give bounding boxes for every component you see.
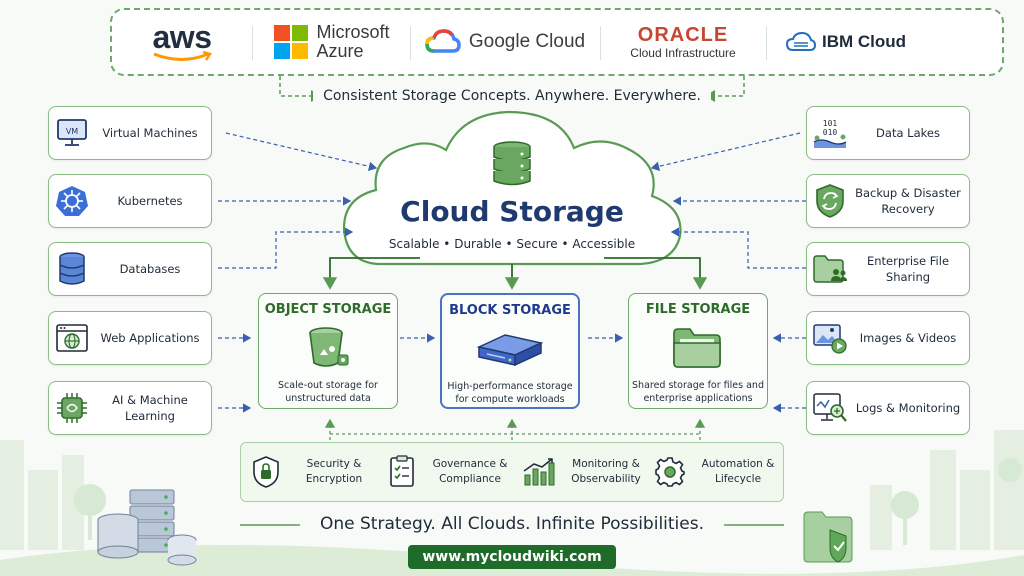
workload-label: Logs & Monitoring — [855, 401, 961, 415]
workload-label: Enterprise File Sharing — [866, 254, 950, 284]
workload-images-videos: Images & Videos — [806, 311, 970, 365]
workload-backup-dr: Backup & Disaster Recovery — [806, 174, 970, 228]
workload-kubernetes: Kubernetes — [48, 174, 212, 228]
ibm-cloud-icon — [785, 31, 816, 51]
svg-text:101: 101 — [823, 119, 838, 128]
secure-folder-illustration — [803, 511, 853, 563]
footer-slogan: One Strategy. All Clouds. Infinite Possi… — [319, 514, 705, 534]
svg-text:VM: VM — [66, 127, 78, 136]
folder-icon — [673, 328, 721, 368]
feature-governance: Governance & Compliance — [381, 443, 517, 501]
ibm-cloud-label: IBM Cloud — [821, 32, 907, 51]
oracle-logo: ORACLE Cloud Infrastructure — [610, 10, 756, 74]
storage-desc: Shared storage for files and enterprise … — [632, 380, 764, 404]
workload-label: Web Applications — [100, 331, 200, 345]
block-storage-card: BLOCK STORAGE High-performance storage f… — [440, 293, 580, 409]
google-cloud-label: Google Cloud — [468, 31, 586, 52]
workload-label: Images & Videos — [859, 331, 957, 345]
website-url-badge[interactable]: www.mycloudwiki.com — [408, 545, 616, 569]
aws-logo: aws — [122, 10, 242, 74]
kubernetes-icon — [56, 186, 88, 216]
workload-ai-ml: AI & Machine Learning — [48, 381, 212, 435]
media-icon — [813, 324, 847, 354]
aws-label: aws — [152, 19, 212, 55]
azure-line1: Microsoft — [316, 22, 390, 42]
storage-title: OBJECT STORAGE — [264, 302, 392, 317]
bucket-icon — [309, 327, 349, 367]
cloud-storage-subtitle: Scalable • Durable • Secure • Accessible — [388, 237, 636, 251]
oracle-sub: Cloud Infrastructure — [630, 46, 736, 60]
workload-label: Data Lakes — [876, 126, 940, 140]
workload-label: Databases — [119, 262, 181, 276]
log-search-icon — [813, 393, 847, 422]
shield-sync-icon — [816, 184, 844, 218]
workload-logs-monitoring: Logs & Monitoring — [806, 381, 970, 435]
microsoft-grid-icon — [274, 25, 309, 59]
cloud-storage-title: Cloud Storage — [400, 195, 624, 228]
google-cloud-logo: Google Cloud — [420, 10, 590, 74]
feature-label: Security & Encryption — [305, 458, 363, 485]
database-icon — [59, 252, 85, 285]
feature-label: Automation & Lifecycle — [701, 458, 775, 485]
feature-monitoring: Monitoring & Observability — [517, 443, 653, 501]
storage-title: BLOCK STORAGE — [449, 303, 571, 318]
storage-desc: High-performance storage for compute wor… — [447, 381, 573, 405]
storage-title: FILE STORAGE — [645, 302, 751, 317]
file-storage-card: FILE STORAGE Shared storage for files an… — [628, 293, 768, 409]
workload-databases: Databases — [48, 242, 212, 296]
workload-label: Virtual Machines — [102, 126, 198, 140]
oracle-name: ORACLE — [637, 24, 729, 46]
workload-label: Kubernetes — [117, 194, 183, 208]
workload-file-sharing: Enterprise File Sharing — [806, 242, 970, 296]
vm-monitor-icon: VM — [57, 119, 87, 146]
database-stack-icon — [493, 141, 531, 186]
aws-smile-icon — [153, 51, 212, 61]
top-tagline: Consistent Storage Concepts. Anywhere. E… — [0, 88, 1024, 104]
checklist-icon — [390, 455, 414, 487]
ibm-cloud-logo: IBM Cloud — [776, 10, 916, 74]
bar-chart-icon — [523, 458, 555, 486]
block-device-icon — [476, 334, 544, 367]
gear-icon — [655, 457, 685, 487]
feature-security: Security & Encryption — [245, 443, 381, 501]
google-cloud-icon — [425, 29, 461, 53]
svg-text:010: 010 — [823, 128, 838, 137]
workload-virtual-machines: VM Virtual Machines — [48, 106, 212, 160]
storage-desc: Scale-out storage for unstructured data — [278, 380, 378, 404]
capabilities-bar: Security & Encryption Governance & Compl… — [240, 442, 784, 502]
lock-shield-icon — [253, 456, 279, 488]
azure-line2: Azure — [316, 41, 364, 61]
ai-chip-icon — [57, 393, 87, 423]
shared-folder-icon — [813, 255, 847, 283]
server-stack-illustration — [97, 489, 197, 566]
workload-label: AI & Machine Learning — [112, 393, 188, 423]
feature-automation: Automation & Lifecycle — [649, 443, 785, 501]
feature-label: Governance & Compliance — [432, 458, 508, 485]
feature-label: Monitoring & Observability — [571, 458, 641, 485]
web-browser-icon — [56, 324, 88, 352]
object-storage-card: OBJECT STORAGE Scale-out storage for uns… — [258, 293, 398, 409]
workload-web-applications: Web Applications — [48, 311, 212, 365]
workload-label: Backup & Disaster Recovery — [855, 186, 961, 216]
azure-logo: Microsoft Azure — [262, 10, 402, 74]
cloud-providers-bar: aws Microsoft Azure Google Cloud — [110, 8, 1004, 76]
